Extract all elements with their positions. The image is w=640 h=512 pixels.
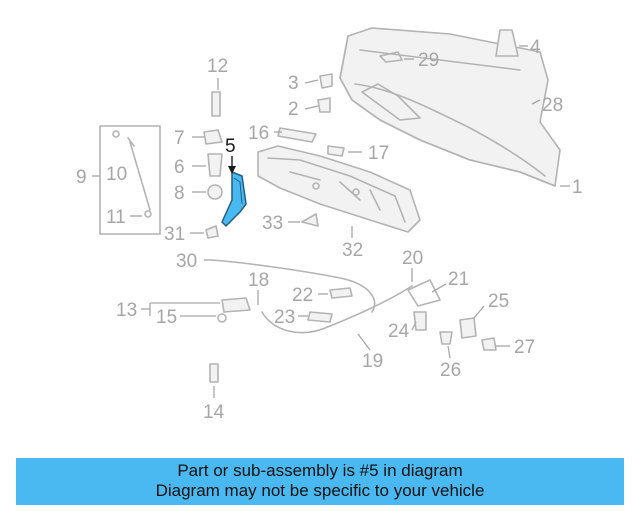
clip-31: [205, 225, 219, 239]
callout-26: 26: [440, 360, 461, 381]
callout-10: 10: [106, 164, 127, 185]
callout-labels: 1 2 3 4 5 6 7 8 9 10 11 12 13 14 15 16 1…: [76, 37, 583, 423]
callout-12: 12: [207, 56, 228, 77]
callout-18: 18: [248, 270, 269, 291]
leader-lines: [92, 45, 570, 398]
callout-22: 22: [292, 285, 313, 306]
catch-25: [459, 317, 477, 339]
callout-19: 19: [362, 351, 383, 372]
hood-inner-panel: [257, 145, 421, 233]
clip-23: [307, 311, 333, 323]
callout-16: 16: [248, 123, 269, 144]
bolt-14: [209, 363, 219, 383]
callout-25: 25: [488, 291, 509, 312]
info-banner: Part or sub-assembly is #5 in diagram Di…: [16, 458, 624, 505]
callout-8: 8: [174, 183, 185, 204]
gas-strut-box: [99, 125, 161, 235]
parts-diagram: 1 2 3 4 5 6 7 8 9 10 11 12 13 14 15 16 1…: [76, 27, 583, 423]
callout-20: 20: [402, 248, 423, 269]
callout-31: 31: [164, 224, 185, 245]
callout-15: 15: [156, 307, 177, 328]
bumper-3: [319, 73, 333, 89]
release-cable-latch: [209, 259, 497, 383]
callout-33: 33: [262, 213, 283, 234]
bolt-26: [439, 331, 453, 345]
pad-33: [301, 213, 319, 227]
callout-6: 6: [174, 157, 185, 178]
callout-30: 30: [176, 251, 197, 272]
hood-assembly: [339, 27, 561, 187]
callout-4: 4: [530, 37, 541, 58]
callout-17: 17: [368, 143, 389, 164]
striker-24: [413, 311, 427, 331]
nut-7: [203, 129, 223, 145]
bracket-16: [277, 127, 317, 143]
callout-24: 24: [388, 321, 410, 342]
banner-line-2: Diagram may not be specific to your vehi…: [155, 481, 485, 500]
callout-9: 9: [76, 167, 87, 188]
callout-29: 29: [418, 50, 439, 71]
latch-13: [221, 297, 251, 313]
bolt-6: [207, 153, 223, 177]
callout-27: 27: [514, 337, 535, 358]
callout-23: 23: [274, 307, 295, 328]
bolt-17: [327, 145, 345, 157]
callout-13: 13: [116, 300, 137, 321]
screw-2: [317, 97, 331, 113]
callout-32: 32: [342, 240, 363, 261]
handle-22: [329, 287, 353, 299]
callout-5[interactable]: 5: [225, 136, 236, 157]
callout-28: 28: [542, 95, 563, 116]
cover-4: [495, 29, 519, 57]
banner-line-1: Part or sub-assembly is #5 in diagram: [177, 461, 463, 480]
nut-8: [207, 184, 223, 200]
bolt-12: [211, 91, 221, 117]
callout-1: 1: [572, 177, 583, 198]
callout-11: 11: [106, 207, 126, 228]
callout-14: 14: [203, 402, 225, 423]
clip-27: [481, 337, 497, 351]
callout-3: 3: [288, 73, 299, 94]
callout-21: 21: [448, 269, 469, 290]
small-parts: [203, 29, 519, 239]
highlighted-part-5[interactable]: [221, 156, 247, 227]
callout-2: 2: [288, 99, 299, 120]
callout-7: 7: [174, 128, 185, 149]
